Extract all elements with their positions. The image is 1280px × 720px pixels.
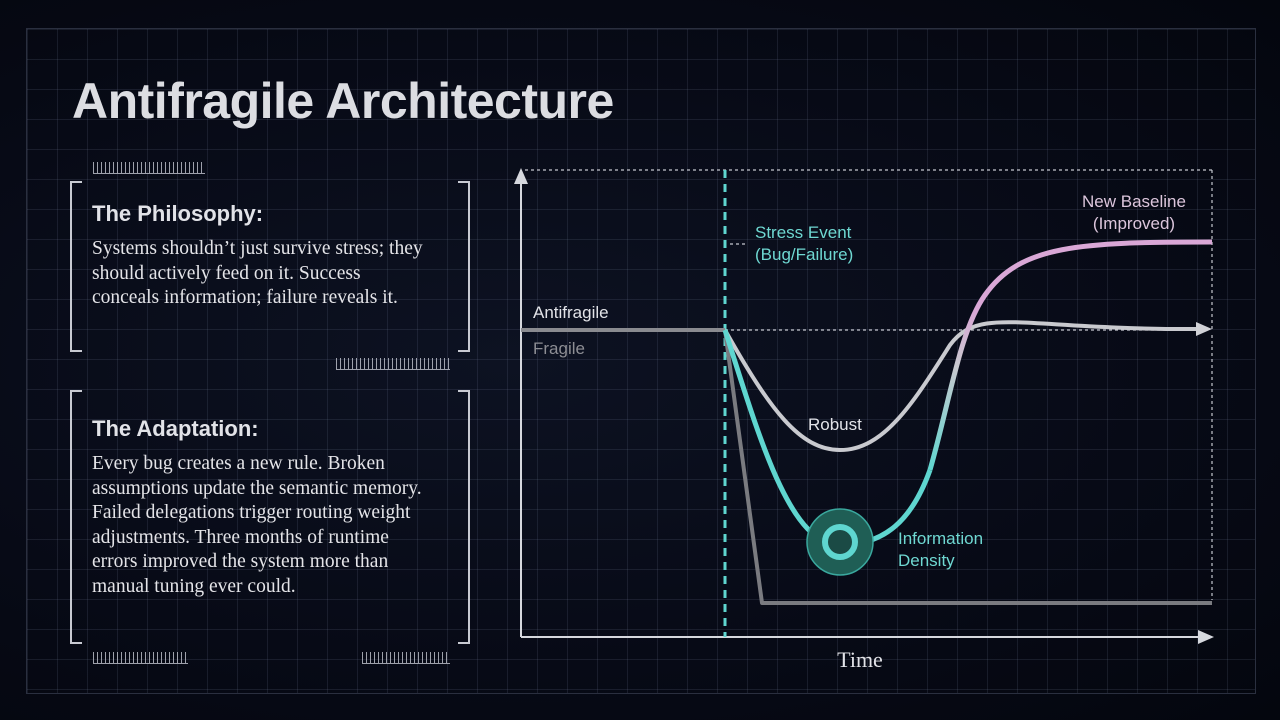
antifragile-recovery-curve	[927, 239, 1213, 471]
card-heading: The Philosophy:	[92, 201, 264, 226]
chart-boundary-dotted	[525, 169, 1213, 600]
x-axis-label: Time	[837, 647, 883, 672]
card-body: Every bug creates a new rule. Broken ass…	[92, 453, 422, 597]
new-baseline-label: New Baseline	[1082, 192, 1186, 211]
fragile-label: Fragile	[533, 339, 585, 358]
y-axis-arrow-icon	[514, 168, 528, 184]
robust-curve	[723, 320, 1201, 453]
philosophy-card: The Philosophy: Systems shouldn’t just s…	[70, 181, 470, 352]
fragile-curve	[723, 329, 1212, 605]
card-heading: The Adaptation:	[92, 416, 259, 441]
bracket-left	[70, 181, 82, 352]
x-axis-arrow-icon	[1198, 630, 1214, 644]
ruler-decoration	[336, 358, 450, 370]
card-body: Systems shouldn’t just survive stress; t…	[92, 238, 423, 308]
ruler-decoration	[93, 652, 188, 664]
ruler-decoration	[362, 652, 450, 664]
axes	[520, 178, 1205, 638]
robust-label: Robust	[808, 415, 862, 434]
information-density-sublabel: Density	[898, 551, 955, 570]
new-baseline-sublabel: (Improved)	[1093, 214, 1175, 233]
page-title: Antifragile Architecture	[72, 73, 614, 129]
information-density-marker-icon	[806, 508, 874, 576]
stress-event-sublabel: (Bug/Failure)	[755, 245, 853, 264]
bracket-right	[458, 390, 470, 644]
information-density-label: Information	[898, 529, 983, 548]
adaptation-card: The Adaptation: Every bug creates a new …	[70, 390, 470, 644]
antifragile-label: Antifragile	[533, 303, 609, 322]
bracket-right	[458, 181, 470, 352]
robust-arrow-icon	[1196, 322, 1212, 336]
bracket-left	[70, 390, 82, 644]
stress-event-label: Stress Event	[755, 223, 852, 242]
ruler-decoration	[93, 162, 205, 174]
grid-frame	[26, 28, 1256, 694]
